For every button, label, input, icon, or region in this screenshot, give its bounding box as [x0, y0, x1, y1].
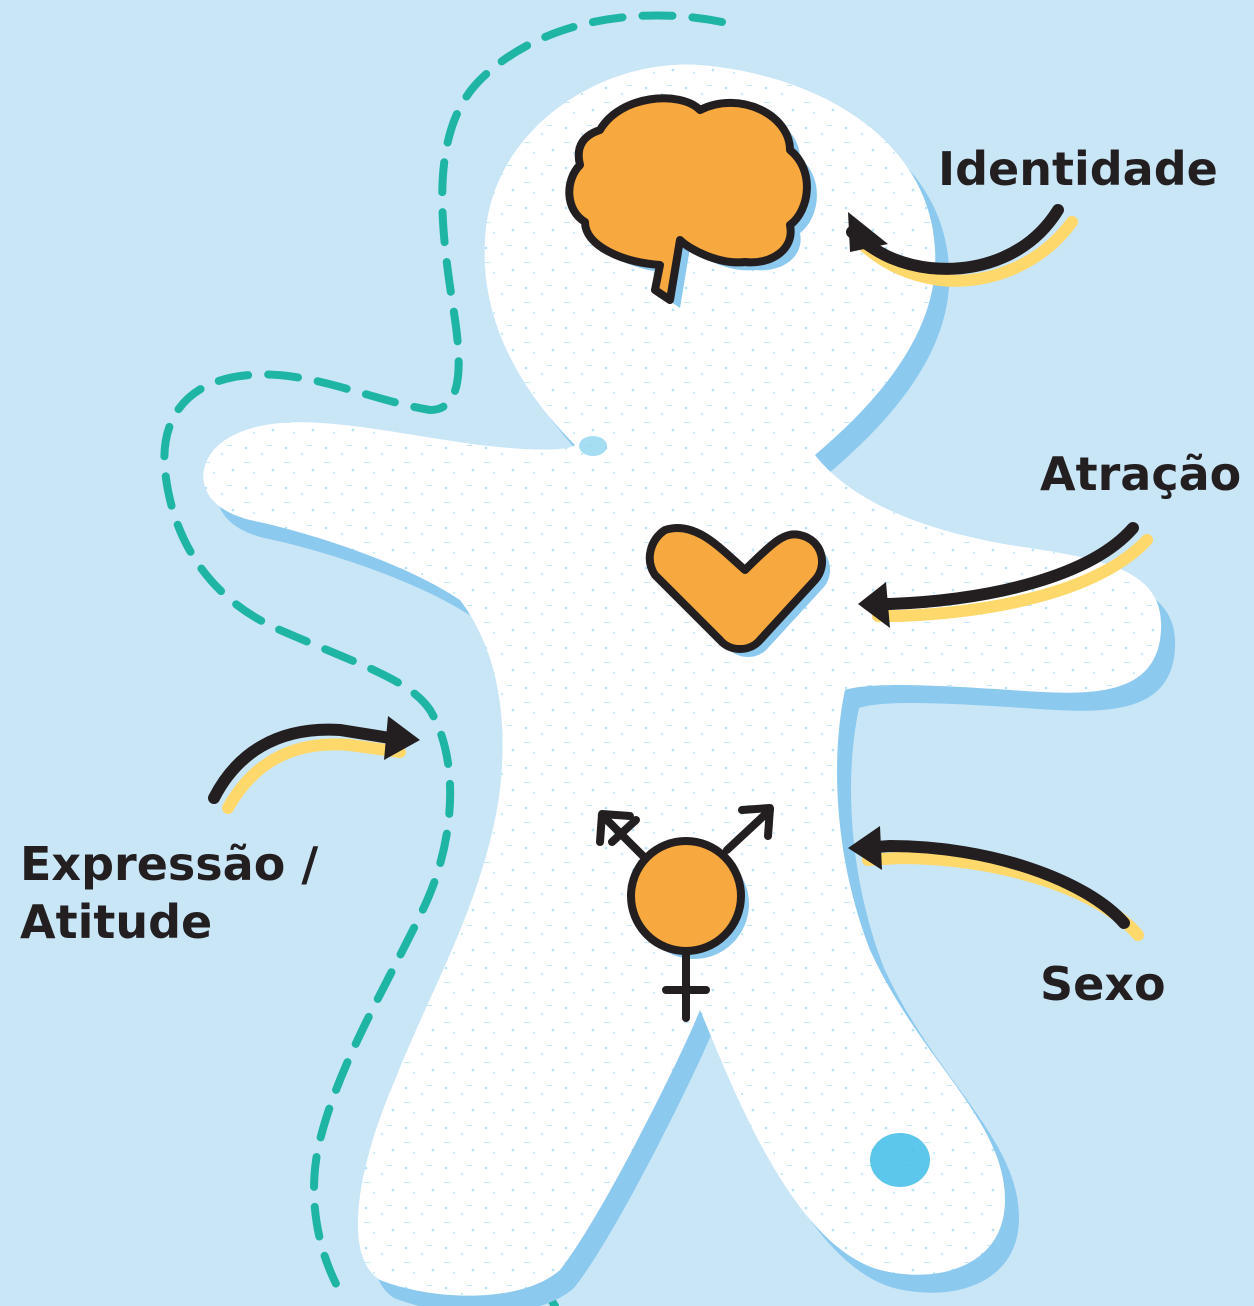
expression-label-line2: Atitude	[20, 895, 213, 949]
body-silhouette	[203, 64, 1162, 1296]
brain-icon	[565, 94, 817, 308]
attraction-arrow	[858, 522, 1153, 628]
transgender-symbol-icon	[596, 804, 774, 1022]
sex-arrow	[848, 826, 1144, 941]
expression-dashed-outline	[160, 11, 726, 1304]
expression-arrow	[208, 716, 420, 814]
expression-label-line1: Expressão /	[20, 837, 319, 891]
expression-label: Expressão / Atitude	[20, 835, 318, 951]
sex-label: Sexo	[1040, 957, 1166, 1011]
heart-icon	[645, 524, 831, 657]
identity-label: Identidade	[938, 142, 1218, 196]
speckle-blot	[579, 436, 607, 456]
identity-arrow	[846, 204, 1078, 287]
attraction-label: Atração	[1040, 447, 1242, 501]
speckle-blot	[870, 1133, 930, 1187]
